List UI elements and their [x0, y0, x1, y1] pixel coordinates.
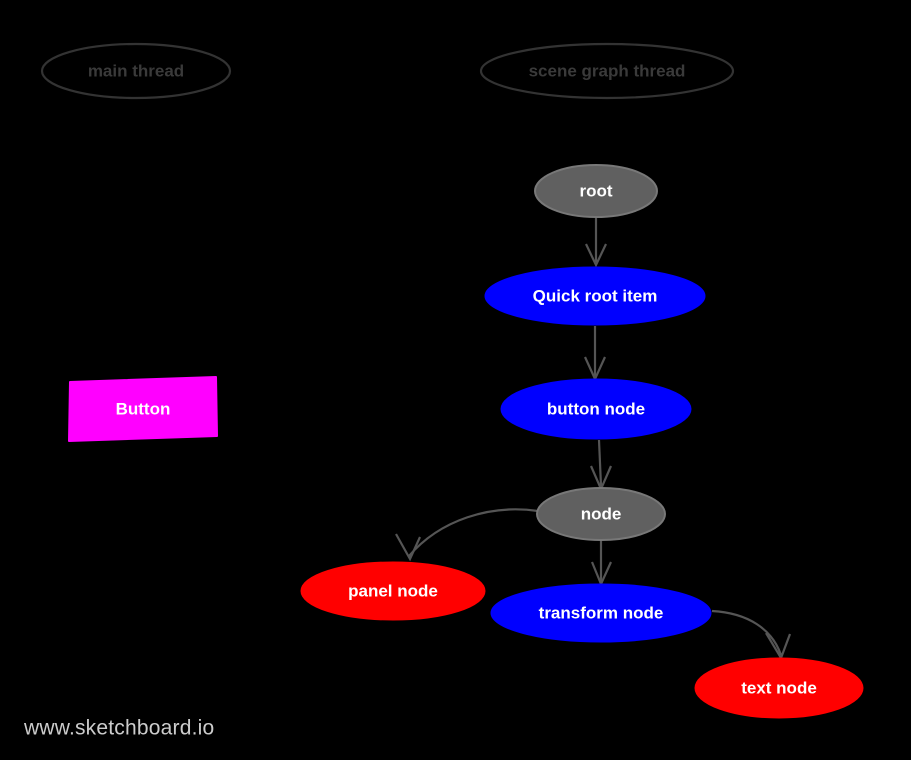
node-root[interactable]: root [534, 164, 658, 218]
node-root-label: root [579, 181, 612, 200]
node-button[interactable]: Button [68, 376, 218, 442]
node-button-node-shape[interactable] [500, 378, 692, 440]
edge-quick-root-item-to-button-node[interactable] [583, 326, 607, 382]
node-quick-root-item-shape[interactable] [484, 266, 706, 326]
edge-root-to-quick-root-item-arrowhead [585, 243, 607, 268]
edge-node-to-panel-node-line [408, 508, 539, 557]
node-transform-node-label: transform node [539, 603, 664, 622]
node-panel-node-shape[interactable] [300, 561, 486, 621]
node-text-node-shape[interactable] [694, 657, 864, 719]
node-transform-node[interactable]: transform node [490, 583, 712, 643]
node-button-node[interactable]: button node [500, 378, 692, 440]
edge-transform-node-to-text-node-line [711, 609, 783, 656]
node-node-shape[interactable] [536, 487, 666, 541]
node-panel-node[interactable]: panel node [300, 561, 486, 621]
node-node[interactable]: node [536, 487, 666, 541]
swimlane-scene-graph-thread-label: scene graph thread [529, 61, 686, 80]
edge-button-node-to-node-line [597, 439, 603, 487]
watermark-sketchboard: www.sketchboard.io [23, 717, 214, 740]
node-quick-root-item-label: Quick root item [533, 286, 658, 305]
edge-node-to-transform-node[interactable] [590, 541, 613, 587]
node-text-node[interactable]: text node [694, 657, 864, 719]
edge-root-to-quick-root-item[interactable] [585, 218, 607, 268]
node-button-node-label: button node [547, 399, 645, 418]
node-button-shape[interactable] [68, 376, 218, 442]
node-quick-root-item[interactable]: Quick root item [484, 266, 706, 326]
swimlane-scene-graph-thread[interactable]: scene graph thread [479, 42, 735, 100]
node-button-label: Button [116, 399, 171, 418]
edge-transform-node-to-text-node[interactable] [711, 609, 792, 661]
edge-button-node-to-node[interactable] [589, 439, 613, 492]
swimlane-main-thread-label: main thread [88, 61, 184, 80]
swimlane-main-thread-ellipse[interactable] [40, 42, 232, 100]
node-text-node-label: text node [741, 678, 817, 697]
swimlane-main-thread[interactable]: main thread [40, 42, 232, 100]
edge-node-to-panel-node[interactable] [395, 508, 539, 562]
edge-node-to-panel-node-arrowhead [395, 533, 422, 562]
node-transform-node-shape[interactable] [490, 583, 712, 643]
node-root-shape[interactable] [534, 164, 658, 218]
node-panel-node-label: panel node [348, 581, 438, 600]
swimlane-scene-graph-thread-ellipse[interactable] [479, 42, 735, 100]
node-node-label: node [581, 504, 622, 523]
